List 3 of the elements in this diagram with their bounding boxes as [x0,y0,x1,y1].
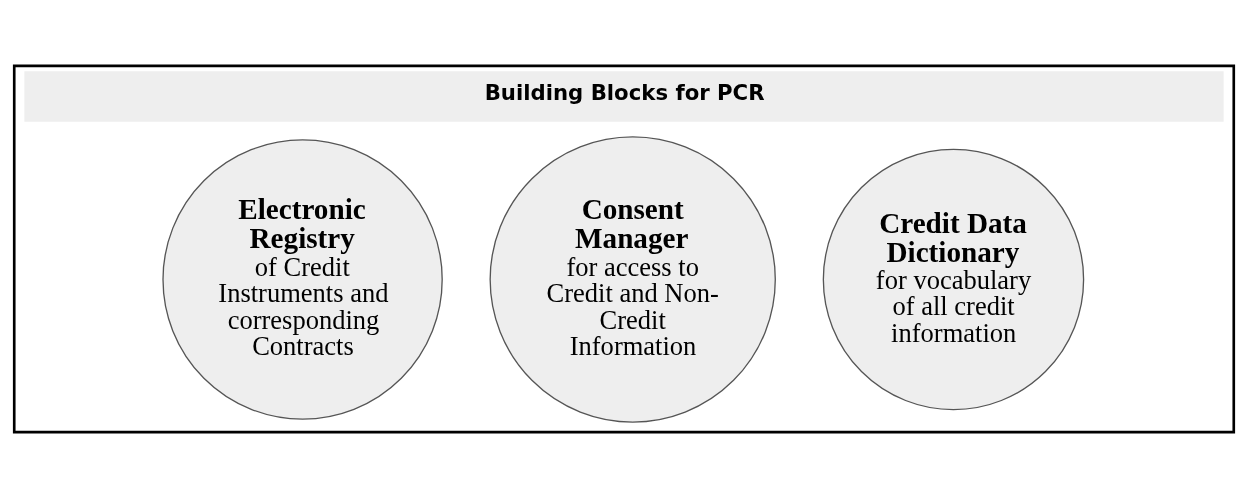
node-circle: Credit Data Dictionary for vocabulary of all credit information [822,148,1085,411]
node-circle: Electronic Registry of Credit Instruments and corresponding Contracts [162,139,443,420]
node-circle: Consent Manager for access to Credit and Non-Credit Information [489,136,776,423]
